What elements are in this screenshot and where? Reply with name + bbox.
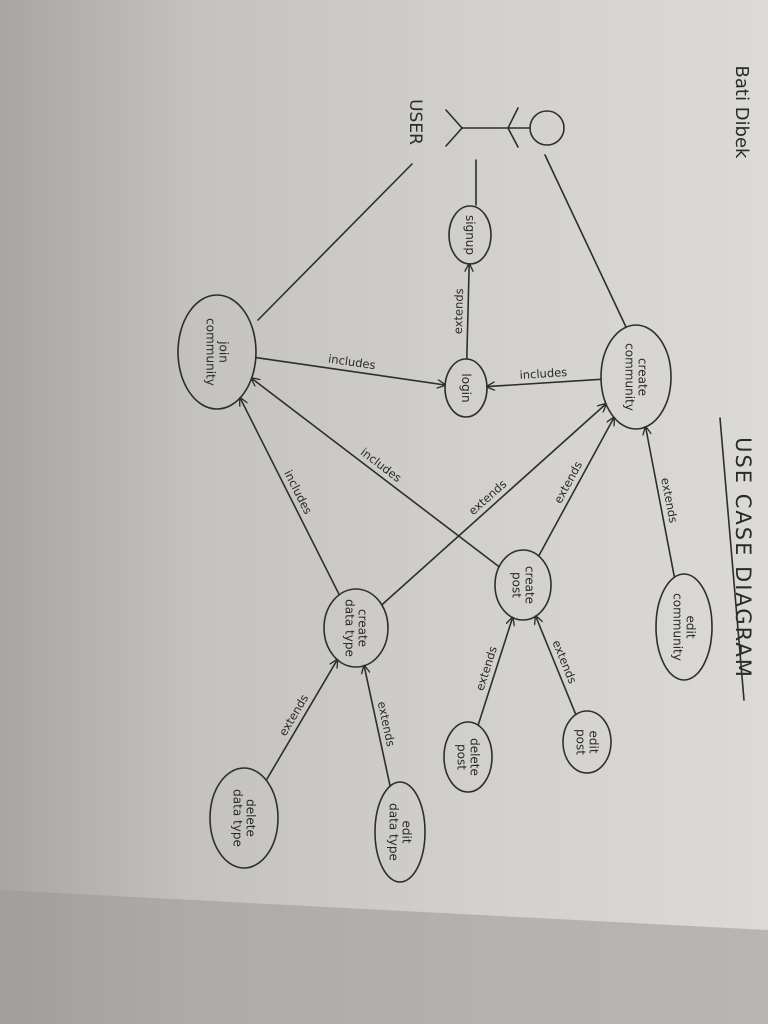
use-case-label: createcommunity [623,343,650,411]
relationship-arrow [252,378,500,568]
use-case-label: login [459,373,473,402]
use-case-label: createdata type [343,599,370,657]
use-case-ellipse [448,205,492,265]
relationship-arrow [467,264,469,360]
actor-user: USER [405,99,565,148]
use-case-delete-datatype[interactable]: deletedata type [209,767,279,869]
relationship-arrow [255,356,445,385]
actor-leg-left [445,109,463,129]
use-case-layer: signup login joincommunity createcommunity e… [177,205,713,883]
use-case-label: createpost [510,566,537,604]
use-case-ellipse [562,710,612,774]
relationship-arrow [380,404,606,606]
relationship-includes-2: includes [487,365,602,387]
actor-label: USER [405,99,425,145]
use-case-label: deletedata type [231,789,258,847]
actor-arm-right [507,127,519,148]
use-case-ellipse [600,324,672,430]
use-case-delete-post[interactable]: deletepost [443,721,493,793]
use-case-ellipse [444,358,488,418]
use-case-edit-post[interactable]: editpost [562,710,612,774]
use-case-label: signup [463,215,477,255]
association-layer [257,154,627,328]
use-case-create-community[interactable]: createcommunity [600,324,672,430]
relationship-label: includes [519,365,567,382]
relationship-arrow [477,618,512,727]
use-case-label: deletepost [455,738,482,776]
use-case-create-datatype[interactable]: createdata type [323,588,389,668]
use-case-ellipse [209,767,279,869]
actor-leg-right [445,127,463,147]
actor-arm-left [507,107,519,129]
relationship-arrow [364,666,391,787]
relationship-arrow [537,418,614,557]
relationship-arrow [646,427,676,579]
title-underline [719,417,745,701]
relationship-label: extends [451,288,466,334]
use-case-label: joincommunity [204,318,231,386]
relationship-includes-1: includes [255,352,445,385]
use-case-join-community[interactable]: joincommunity [177,294,257,410]
use-case-ellipse [494,549,552,621]
author-name: Bati Dibek [731,66,752,160]
use-case-ellipse [655,573,713,681]
relationship-arrow [536,616,577,716]
use-case-ellipse [374,781,426,883]
use-case-ellipse [323,588,389,668]
use-case-ellipse [443,721,493,793]
use-case-login[interactable]: login [444,358,488,418]
association-create_community [544,154,627,328]
diagram-title: USE CASE DIAGRAM [731,437,755,679]
relationship-arrow [240,398,341,596]
use-case-signup[interactable]: signup [448,205,492,265]
diagram-title-group: USE CASE DIAGRAM [719,417,755,701]
relationship-arrow [265,660,337,782]
use-case-label: editdata type [387,803,414,861]
use-case-label: editpost [574,729,601,755]
relationship-extends-0: extends [451,264,469,360]
association-join_community [257,163,413,321]
use-case-ellipse [177,294,257,410]
paper-shadow [0,890,768,1024]
relationship-arrow [487,378,602,386]
use-case-label: editcommunity [671,593,698,661]
use-case-edit-community[interactable]: editcommunity [655,573,713,681]
use-case-create-post[interactable]: createpost [494,549,552,621]
use-case-edit-datatype[interactable]: editdata type [374,781,426,883]
relationship-label: includes [327,352,376,373]
